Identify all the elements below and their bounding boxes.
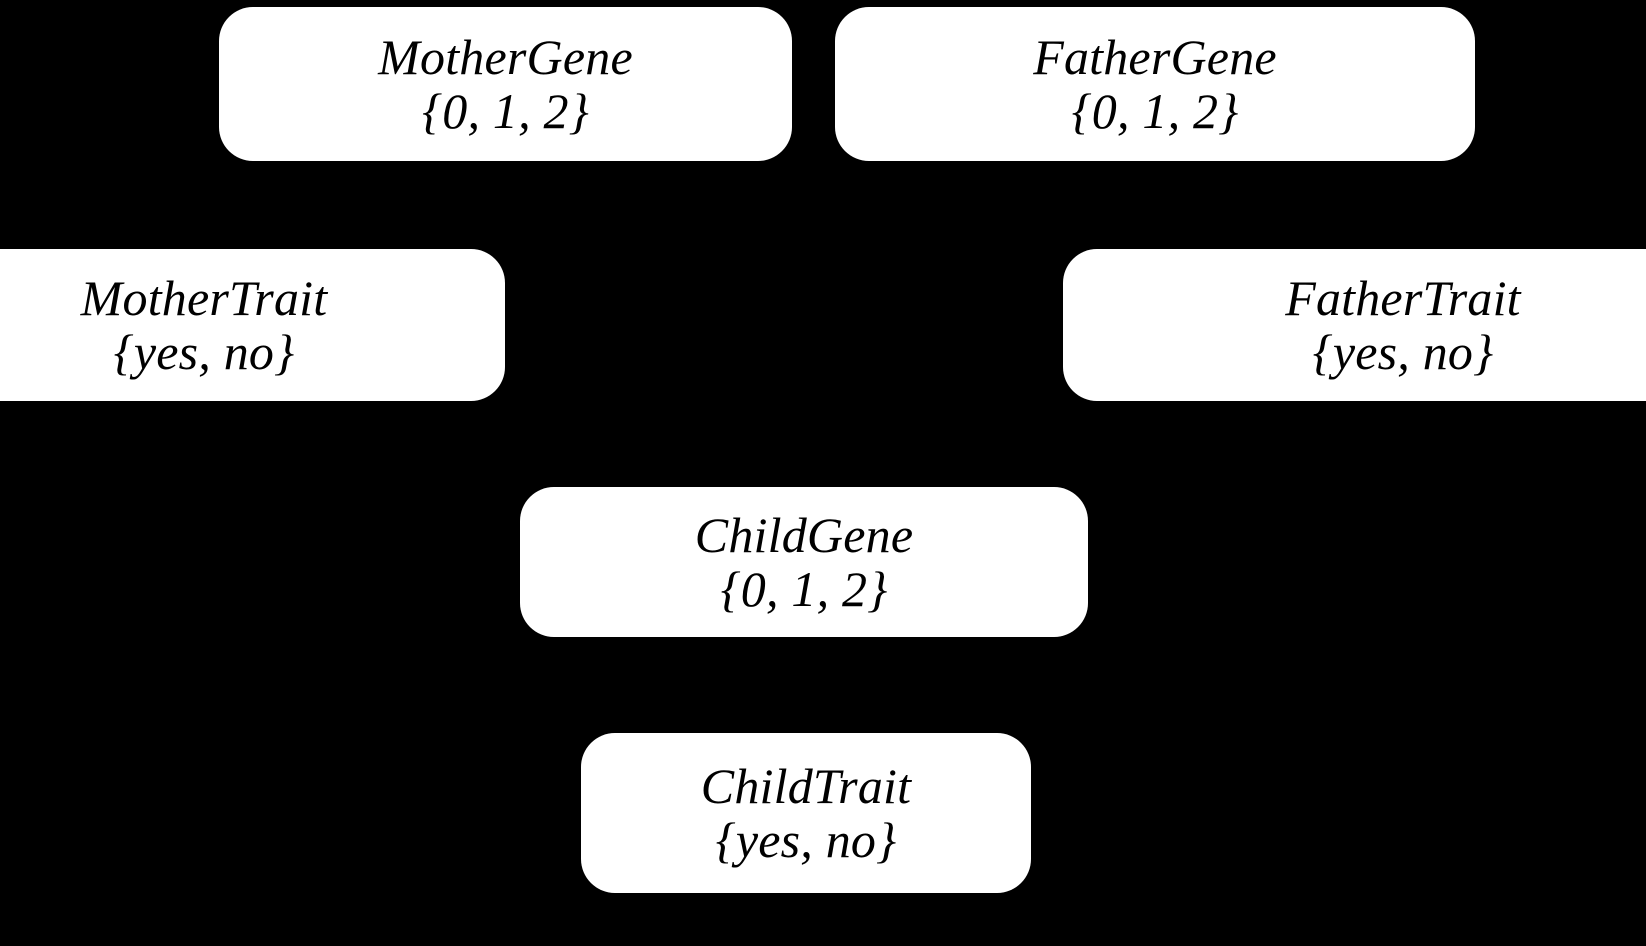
node-child-gene-domain: {0, 1, 2}: [720, 561, 888, 617]
node-father-trait[interactable]: FatherTrait {yes, no}: [1063, 249, 1646, 401]
node-mother-gene[interactable]: MotherGene {0, 1, 2}: [219, 7, 792, 161]
node-mother-trait-domain: {yes, no}: [113, 324, 295, 380]
node-child-trait-label: ChildTrait: [700, 758, 912, 814]
node-father-gene-domain: {0, 1, 2}: [1071, 83, 1239, 139]
node-mother-trait[interactable]: MotherTrait {yes, no}: [0, 249, 505, 401]
node-mother-gene-domain: {0, 1, 2}: [422, 83, 589, 139]
node-father-trait-label: FatherTrait: [1285, 270, 1521, 326]
node-father-gene-label: FatherGene: [1033, 29, 1277, 85]
node-child-gene-label: ChildGene: [694, 507, 914, 563]
node-mother-gene-label: MotherGene: [378, 29, 633, 85]
node-child-gene[interactable]: ChildGene {0, 1, 2}: [520, 487, 1088, 637]
node-father-gene[interactable]: FatherGene {0, 1, 2}: [835, 7, 1475, 161]
node-father-trait-domain: {yes, no}: [1312, 324, 1494, 380]
node-child-trait-domain: {yes, no}: [715, 812, 897, 868]
node-mother-trait-label: MotherTrait: [80, 270, 328, 326]
node-child-trait[interactable]: ChildTrait {yes, no}: [581, 733, 1031, 893]
